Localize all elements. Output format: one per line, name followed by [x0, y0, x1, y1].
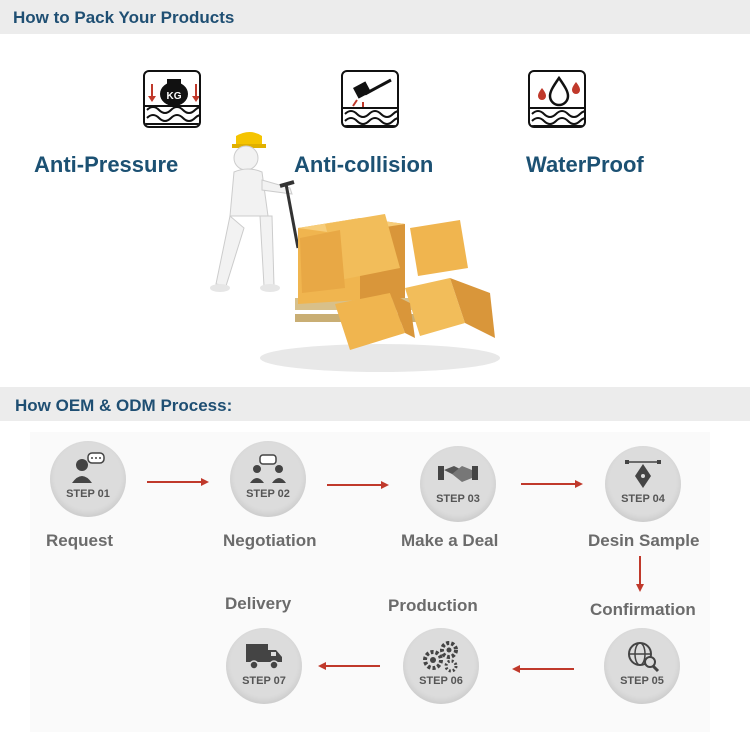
process-background	[30, 432, 710, 732]
step-number: STEP 03	[436, 493, 480, 505]
process-section-header: How OEM & ODM Process:	[0, 387, 750, 421]
step-number: STEP 07	[242, 675, 286, 687]
feature-label: Anti-Pressure	[34, 152, 179, 177]
step-label-production: Production	[388, 596, 478, 615]
step-label-delivery: Delivery	[225, 594, 292, 613]
truck-icon	[246, 644, 282, 670]
step-number: STEP 04	[621, 493, 665, 505]
globe-search-icon	[628, 642, 660, 673]
packing-section-title: How to Pack Your Products	[13, 8, 235, 27]
arrow-down-icon	[636, 556, 644, 592]
process-section-title: How OEM & ODM Process:	[15, 396, 233, 415]
people-discussion-icon	[250, 454, 286, 483]
step-06: STEP 06	[403, 628, 479, 704]
step-04: STEP 04	[605, 446, 681, 522]
step-number: STEP 06	[419, 675, 463, 687]
arrow-right-icon	[521, 480, 583, 488]
arrow-left-icon	[512, 665, 574, 673]
weight-kg-icon: KG	[143, 70, 201, 128]
step-number: STEP 01	[66, 488, 110, 500]
water-drops-icon	[528, 70, 586, 128]
step-label-desin-sample: Desin Sample	[588, 531, 700, 550]
step-02: STEP 02	[230, 441, 306, 517]
pen-tool-icon	[625, 460, 661, 488]
step-number: STEP 05	[620, 675, 664, 687]
arrow-right-icon	[327, 481, 389, 489]
kg-icon-text: KG	[167, 91, 182, 102]
user-chat-icon	[72, 452, 105, 483]
step-label-request: Request	[46, 531, 114, 550]
handshake-icon	[438, 466, 478, 482]
gears-icon	[423, 641, 458, 673]
step-number: STEP 02	[246, 488, 290, 500]
step-label-negotiation: Negotiation	[223, 531, 317, 550]
arrow-right-icon	[147, 478, 209, 486]
worker-pallet-boxes-illustration	[210, 132, 500, 372]
step-label-confirmation: Confirmation	[590, 600, 696, 619]
feature-label: Anti-collision	[294, 152, 434, 177]
step-03: STEP 03	[420, 446, 496, 522]
step-05: STEP 05	[604, 628, 680, 704]
step-label-make-a-deal: Make a Deal	[401, 531, 499, 550]
step-07: STEP 07	[226, 628, 302, 704]
step-01: STEP 01	[50, 441, 126, 517]
arrow-left-icon	[318, 662, 380, 670]
feature-label: WaterProof	[526, 152, 644, 177]
packing-section-header: How to Pack Your Products	[0, 0, 750, 34]
hammer-icon	[341, 70, 399, 128]
